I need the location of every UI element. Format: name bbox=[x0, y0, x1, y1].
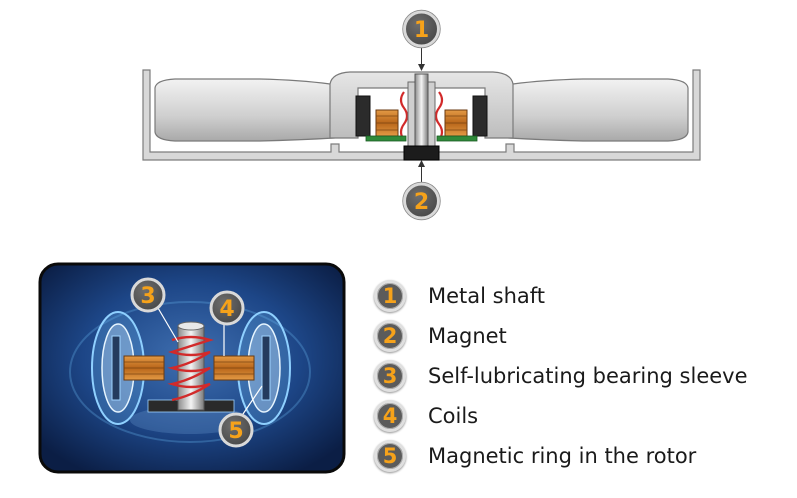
legend-label: Magnet bbox=[428, 324, 507, 348]
callout-badge-top: 1 bbox=[402, 9, 441, 49]
fan-cross-section bbox=[142, 48, 701, 182]
bottom-magnet bbox=[403, 145, 440, 161]
inset-leader-5 bbox=[242, 385, 263, 415]
right-magnet-ring bbox=[472, 95, 488, 137]
legend-label: Metal shaft bbox=[428, 284, 546, 308]
inset-right-coil bbox=[213, 355, 255, 381]
legend-badge: 3 bbox=[374, 360, 406, 392]
legend-item: 1 Metal shaft bbox=[374, 276, 784, 316]
arrow-bottom bbox=[418, 160, 425, 167]
left-magnet-ring bbox=[355, 95, 371, 137]
left-spring bbox=[399, 91, 409, 141]
parts-legend: 1 Metal shaft 2 Magnet 3 Self-lubricatin… bbox=[374, 276, 784, 476]
callout-number-bottom: 2 bbox=[414, 190, 429, 215]
inset-spring bbox=[167, 335, 214, 402]
legend-label: Self-lubricating bearing sleeve bbox=[428, 364, 748, 388]
pcb-right bbox=[436, 135, 478, 142]
legend-item: 3 Self-lubricating bearing sleeve bbox=[374, 356, 784, 396]
callout-badge-inset-4: 4 bbox=[209, 290, 245, 326]
callout-number-inset-4: 4 bbox=[219, 297, 234, 322]
bearing-detail-inset bbox=[38, 262, 346, 474]
callout-number-inset-5: 5 bbox=[228, 419, 243, 444]
legend-label: Magnetic ring in the rotor bbox=[428, 444, 697, 468]
legend-badge: 5 bbox=[374, 440, 406, 472]
pcb-left bbox=[365, 135, 407, 142]
right-coil bbox=[444, 109, 468, 137]
right-spring bbox=[434, 91, 444, 141]
metal-shaft bbox=[414, 73, 429, 149]
legend-label: Coils bbox=[428, 404, 479, 428]
fan-frame bbox=[142, 69, 701, 161]
left-coil bbox=[375, 109, 399, 137]
callout-number-top: 1 bbox=[414, 18, 429, 43]
inset-leader-3 bbox=[157, 307, 179, 343]
legend-badge: 4 bbox=[374, 400, 406, 432]
legend-item: 5 Magnetic ring in the rotor bbox=[374, 436, 784, 476]
left-blade bbox=[154, 78, 335, 142]
callout-number-inset-3: 3 bbox=[140, 284, 155, 309]
right-blade bbox=[508, 78, 689, 142]
inset-left-coil bbox=[123, 355, 165, 381]
callout-badge-bottom: 2 bbox=[402, 181, 441, 221]
legend-item: 4 Coils bbox=[374, 396, 784, 436]
legend-badge: 2 bbox=[374, 320, 406, 352]
legend-badge: 1 bbox=[374, 280, 406, 312]
inset-left-magnetic-ring bbox=[91, 311, 145, 425]
callout-badge-inset-5: 5 bbox=[218, 412, 254, 448]
callout-badge-inset-3: 3 bbox=[130, 277, 166, 313]
arrow-top bbox=[418, 64, 425, 71]
inset-right-magnetic-ring bbox=[237, 311, 291, 425]
legend-item: 2 Magnet bbox=[374, 316, 784, 356]
